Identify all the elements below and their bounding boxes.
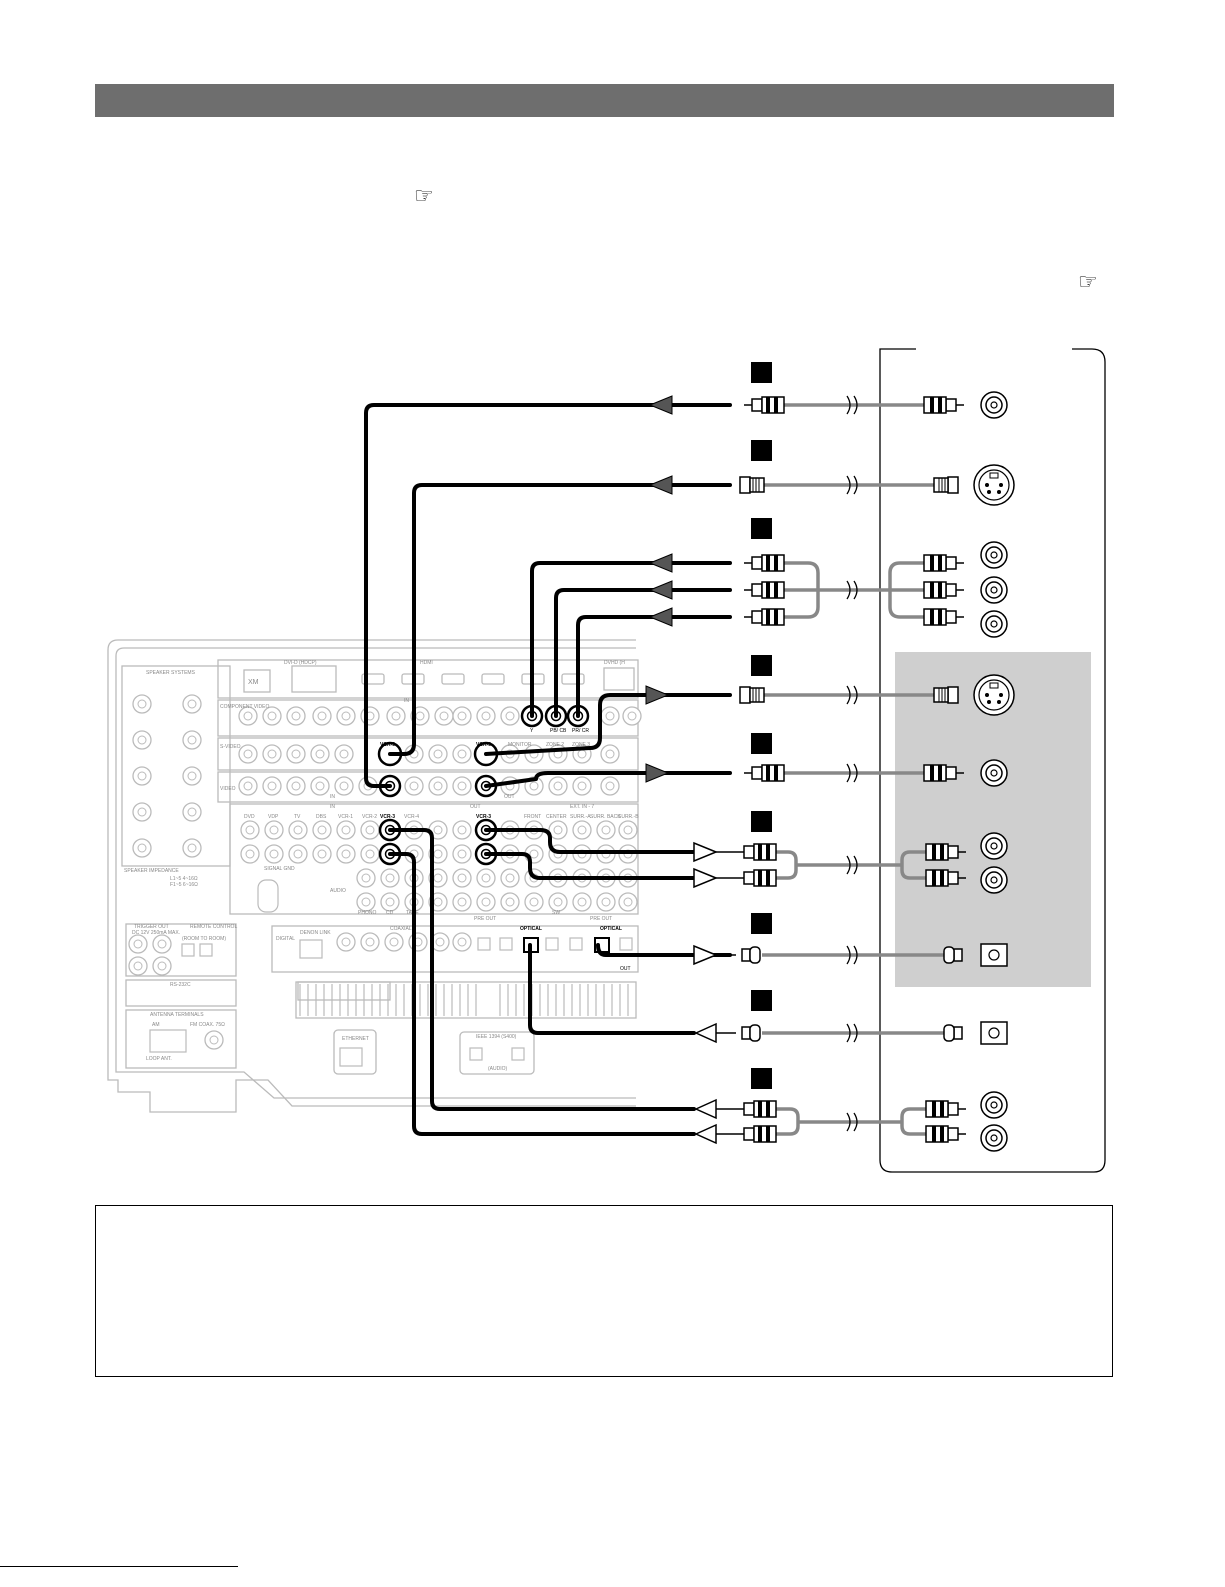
label-room-to-room: (ROOM TO ROOM) (182, 936, 226, 942)
label-audio: AUDIO (330, 888, 346, 894)
label-xm: XM (248, 679, 259, 686)
label-loop-ant: LOOP ANT. (146, 1056, 172, 1062)
label-sw: SW (552, 910, 560, 916)
label-out-optical: OUT (620, 966, 631, 972)
external-device-frame (879, 348, 1106, 1173)
label-surr-a: SURR.-A (570, 814, 591, 820)
label-hdmi: HDMI (420, 660, 433, 666)
label-fm: FM COAX. 75Ω (190, 1022, 225, 1028)
label-front: FRONT (524, 814, 541, 820)
label-vcr3-audio-out: VCR-3 (476, 814, 491, 820)
label-surr-back: SURR. BACK (590, 814, 621, 820)
label-ieee-audio: (AUDIO) (488, 1066, 508, 1072)
label-pb: PB/ CB (550, 728, 567, 734)
label-ethernet: ETHERNET (342, 1036, 369, 1042)
label-vcr4: VCR-4 (404, 814, 419, 820)
label-zone3: ZONE 3 (572, 742, 590, 748)
label-remote-control: REMOTE CONTROL (190, 924, 237, 930)
label-coaxial: COAXIAL (390, 926, 412, 932)
label-am: AM (152, 1022, 160, 1028)
notes-box (95, 1205, 1113, 1377)
label-vcr3-svideo-out: VCR-3 (476, 742, 491, 748)
label-y: Y (530, 728, 534, 734)
label-in-component: IN (404, 698, 409, 704)
label-trigger-spec: DC 12V 250mA MAX. (132, 930, 180, 936)
label-pr: PR/ CR (572, 728, 589, 734)
label-denon-link: DENON LINK (300, 930, 331, 936)
label-s-video: S-VIDEO (220, 744, 241, 750)
label-impedance-a: L1~5 4~16Ω (170, 876, 198, 882)
label-vcr1: VCR-1 (338, 814, 353, 820)
label-vcr2: VCR-2 (362, 814, 377, 820)
label-ieee1394: IEEE 1394 (S400) (476, 1034, 517, 1040)
pointing-hand-icon: ☞ (1078, 270, 1098, 295)
label-zone2: ZONE 2 (546, 742, 564, 748)
label-pre-out-2: PRE OUT (590, 916, 612, 922)
section-header-bar (95, 84, 1114, 117)
receiver-cables (364, 403, 732, 1136)
label-pre-out: PRE OUT (474, 916, 496, 922)
label-dvhd: DVHD (H (604, 660, 625, 666)
label-trigger-out: TRIGGER OUT (134, 924, 169, 930)
label-dvd: DVD (244, 814, 255, 820)
label-speaker-impedance: SPEAKER IMPEDANCE (124, 868, 179, 874)
label-dbs: DBS (316, 814, 327, 820)
label-in-video: IN (330, 794, 335, 800)
label-out-audio: OUT (470, 804, 481, 810)
pointing-hand-icon: ☞ (414, 184, 434, 209)
label-rs232c: RS-232C (170, 982, 191, 988)
label-dvi: DVI-D (HDCP) (284, 660, 317, 666)
label-impedance-b: F1~5 6~16Ω (170, 882, 198, 888)
label-optical-out: OPTICAL (600, 926, 622, 932)
label-component-video: COMPONENT VIDEO (220, 704, 269, 710)
label-signal-gnd: SIGNAL GND (264, 866, 295, 872)
label-in-audio: IN (330, 804, 335, 810)
label-antenna-terminals: ANTENNA TERMINALS (150, 1012, 204, 1018)
label-optical-in: OPTICAL (520, 926, 542, 932)
label-cd: CD (386, 910, 394, 916)
label-vdp: VDP (268, 814, 279, 820)
label-phono: PHONO (358, 910, 376, 916)
label-video: VIDEO (220, 786, 236, 792)
footer-rule (0, 1566, 238, 1567)
label-tv: TV (294, 814, 301, 820)
external-cables (762, 403, 944, 1136)
label-vcr3-audio-in: VCR-3 (380, 814, 395, 820)
label-ext-in: EXT. IN - 7 (570, 804, 594, 810)
label-digital: DIGITAL (276, 936, 295, 942)
label-center: CENTER (546, 814, 567, 820)
label-speaker-systems: SPEAKER SYSTEMS (146, 670, 196, 676)
label-monitor: MONITOR (508, 742, 532, 748)
label-out-video: OUT (504, 794, 515, 800)
label-vcr3-svideo-in: VCR-3 (380, 742, 395, 748)
label-surr-b: SURR.-B (618, 814, 639, 820)
